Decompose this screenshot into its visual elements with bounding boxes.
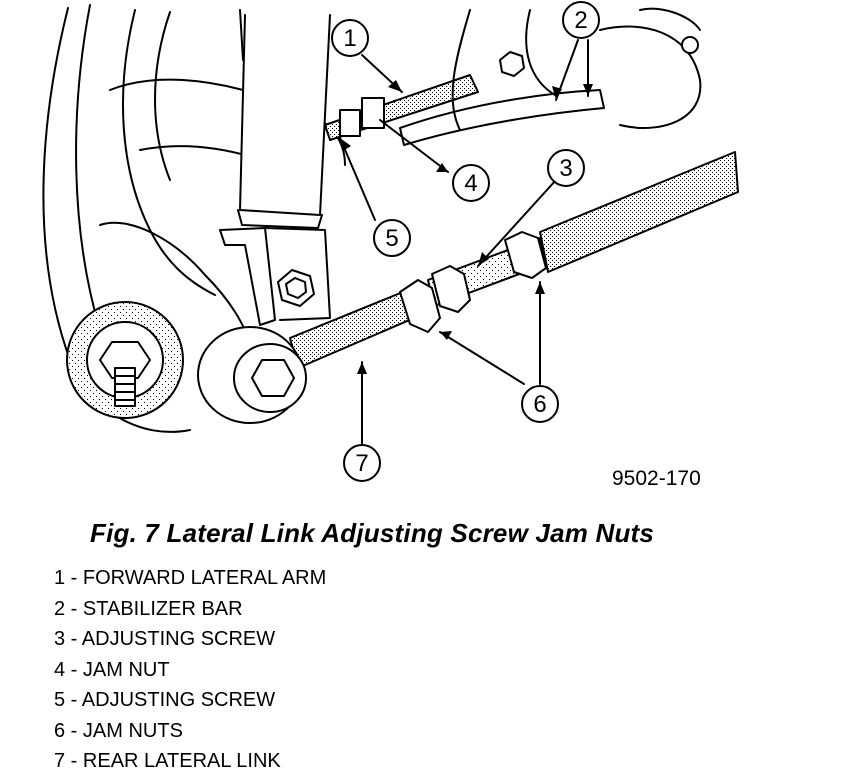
stabilizer-bar	[399, 89, 605, 146]
legend-label: FORWARD LATERAL ARM	[82, 567, 327, 589]
bracket-bolt	[277, 269, 315, 307]
callout-1-circle	[331, 19, 369, 57]
callout-3: 3	[559, 155, 572, 182]
legend-item: 4 - JAM NUT	[54, 658, 170, 681]
callout-4: 4	[464, 170, 477, 197]
legend-item: 6 - JAM NUTS	[54, 719, 183, 742]
callout-7-circle	[343, 444, 381, 482]
callout-2-circle	[562, 1, 600, 39]
legend-label: ADJUSTING SCREW	[81, 628, 276, 650]
legend-item: 2 - STABILIZER BAR	[54, 597, 243, 620]
legend-item: 3 - ADJUSTING SCREW	[54, 628, 276, 650]
jam-nut-outer	[504, 231, 547, 279]
legend-label: JAM NUT	[82, 658, 170, 681]
legend-item: 5 - ADJUSTING SCREW	[54, 689, 276, 711]
leader-6a	[439, 331, 525, 385]
legend-item: 7 - REAR LATERAL LINK	[54, 750, 281, 772]
rear-link-tube	[539, 151, 739, 273]
link-bushing	[197, 326, 307, 424]
legend-number: 7	[54, 750, 66, 772]
backing-plate	[122, 9, 216, 296]
legend-item: 1 - FORWARD LATERAL ARM	[54, 567, 327, 589]
leader-5	[339, 137, 376, 221]
legend-number: 4	[54, 658, 66, 681]
legend-label: REAR LATERAL LINK	[82, 750, 281, 772]
callout-6: 6	[533, 391, 546, 418]
jam-nut-inner	[399, 265, 471, 333]
callout-5: 5	[385, 225, 398, 252]
legend-label: ADJUSTING SCREW	[81, 689, 276, 711]
callout-6-circle	[521, 385, 559, 423]
legend-number: 2	[54, 597, 66, 620]
callout-3-circle	[547, 149, 585, 187]
figure-code: 9502-170	[612, 467, 701, 490]
forward-arm-jam-nut	[339, 97, 385, 137]
leader-4	[379, 119, 449, 173]
legend-number: 3	[54, 628, 66, 650]
strut-body	[239, 14, 331, 216]
legend-list: 1 - FORWARD LATERAL ARM 2 - STABILIZER B…	[54, 563, 326, 777]
callout-5-circle	[373, 219, 411, 257]
legend-number: 1	[54, 567, 66, 589]
mounting-bracket	[219, 227, 276, 326]
callout-7: 7	[355, 450, 368, 477]
legend-label: STABILIZER BAR	[82, 597, 243, 620]
wheel-inner-arc	[75, 4, 101, 331]
frame-bracket	[599, 25, 702, 129]
legend-label: JAM NUTS	[82, 719, 183, 742]
hub-nut	[66, 301, 184, 419]
leader-3	[477, 179, 557, 267]
callout-1: 1	[343, 25, 356, 52]
callout-2: 2	[574, 7, 587, 34]
wheel-arc	[42, 7, 191, 433]
legend-number: 5	[54, 689, 66, 711]
callout-4-circle	[452, 164, 490, 202]
knuckle	[99, 221, 251, 346]
figure-caption: Fig. 7 Lateral Link Adjusting Screw Jam …	[90, 518, 655, 548]
legend-number: 6	[54, 719, 66, 742]
